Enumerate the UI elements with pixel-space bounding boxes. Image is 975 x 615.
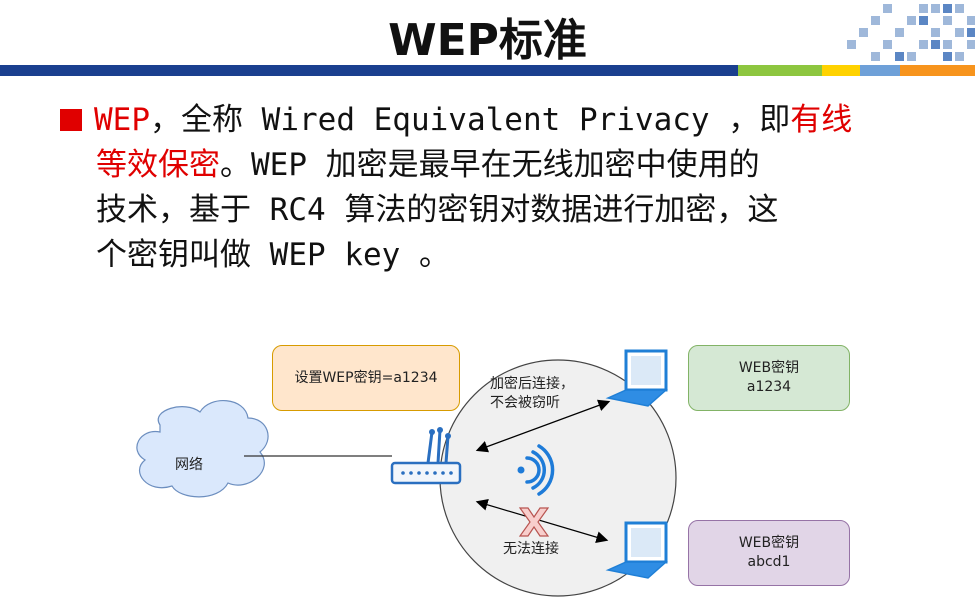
router-key-box: 设置WEP密钥=a1234: [272, 345, 460, 411]
connect-ok-arrow: [475, 399, 611, 453]
client2-key-title: WEB密钥: [738, 535, 800, 551]
header-bar-green: [738, 65, 822, 76]
laptop-icon: [605, 521, 668, 579]
header-bar-blue: [0, 65, 738, 76]
body-paragraph: WEP，全称 Wired Equivalent Privacy ，即有线 等效保…: [60, 98, 940, 278]
client1-key-box: WEB密钥 a1234: [688, 345, 850, 411]
connect-fail-label: 无法连接: [503, 541, 559, 557]
cloud-label: 网络: [175, 457, 203, 473]
client2-key-value: abcd1: [747, 554, 791, 570]
header-bar-yellow: [822, 65, 860, 76]
body-text-segment: 。WEP 加密是最早在无线加密中使用的: [220, 147, 760, 183]
router-icon: [390, 427, 462, 485]
wifi-icon: [517, 444, 555, 496]
body-line-3: 技术，基于 RC4 算法的密钥对数据进行加密，这: [96, 192, 779, 228]
header-bar-lightblue: [860, 65, 900, 76]
connect-ok-label-line2: 不会被窃听: [490, 395, 560, 411]
body-line-1: WEP，全称 Wired Equivalent Privacy ，即有线: [60, 98, 940, 143]
wep-term: WEP: [94, 102, 150, 138]
cloud-icon: [136, 399, 269, 498]
connect-fail-arrow: [475, 498, 609, 544]
body-line-2: 等效保密。WEP 加密是最早在无线加密中使用的: [60, 143, 940, 188]
body-line-4: 个密钥叫做 WEP key 。: [96, 237, 450, 273]
connect-ok-label-line1: 加密后连接，: [490, 376, 574, 392]
slide-title: WEP标准: [388, 15, 587, 66]
laptop-icon: [605, 349, 668, 407]
client1-key-title: WEB密钥: [738, 360, 800, 376]
connect-ok-label: 加密后连接， 不会被窃听: [490, 375, 574, 413]
highlight-text: 等效保密: [96, 147, 220, 183]
error-x-icon: [518, 507, 550, 537]
client2-key-box: WEB密钥 abcd1: [688, 520, 850, 586]
body-text-segment: ，全称 Wired Equivalent Privacy ，即: [150, 102, 791, 138]
header-bar-orange: [900, 65, 975, 76]
highlight-text: 有线: [790, 102, 853, 138]
bullet-square-icon: [60, 109, 82, 131]
client1-key-value: a1234: [746, 379, 792, 395]
decorative-grid: [847, 4, 975, 61]
